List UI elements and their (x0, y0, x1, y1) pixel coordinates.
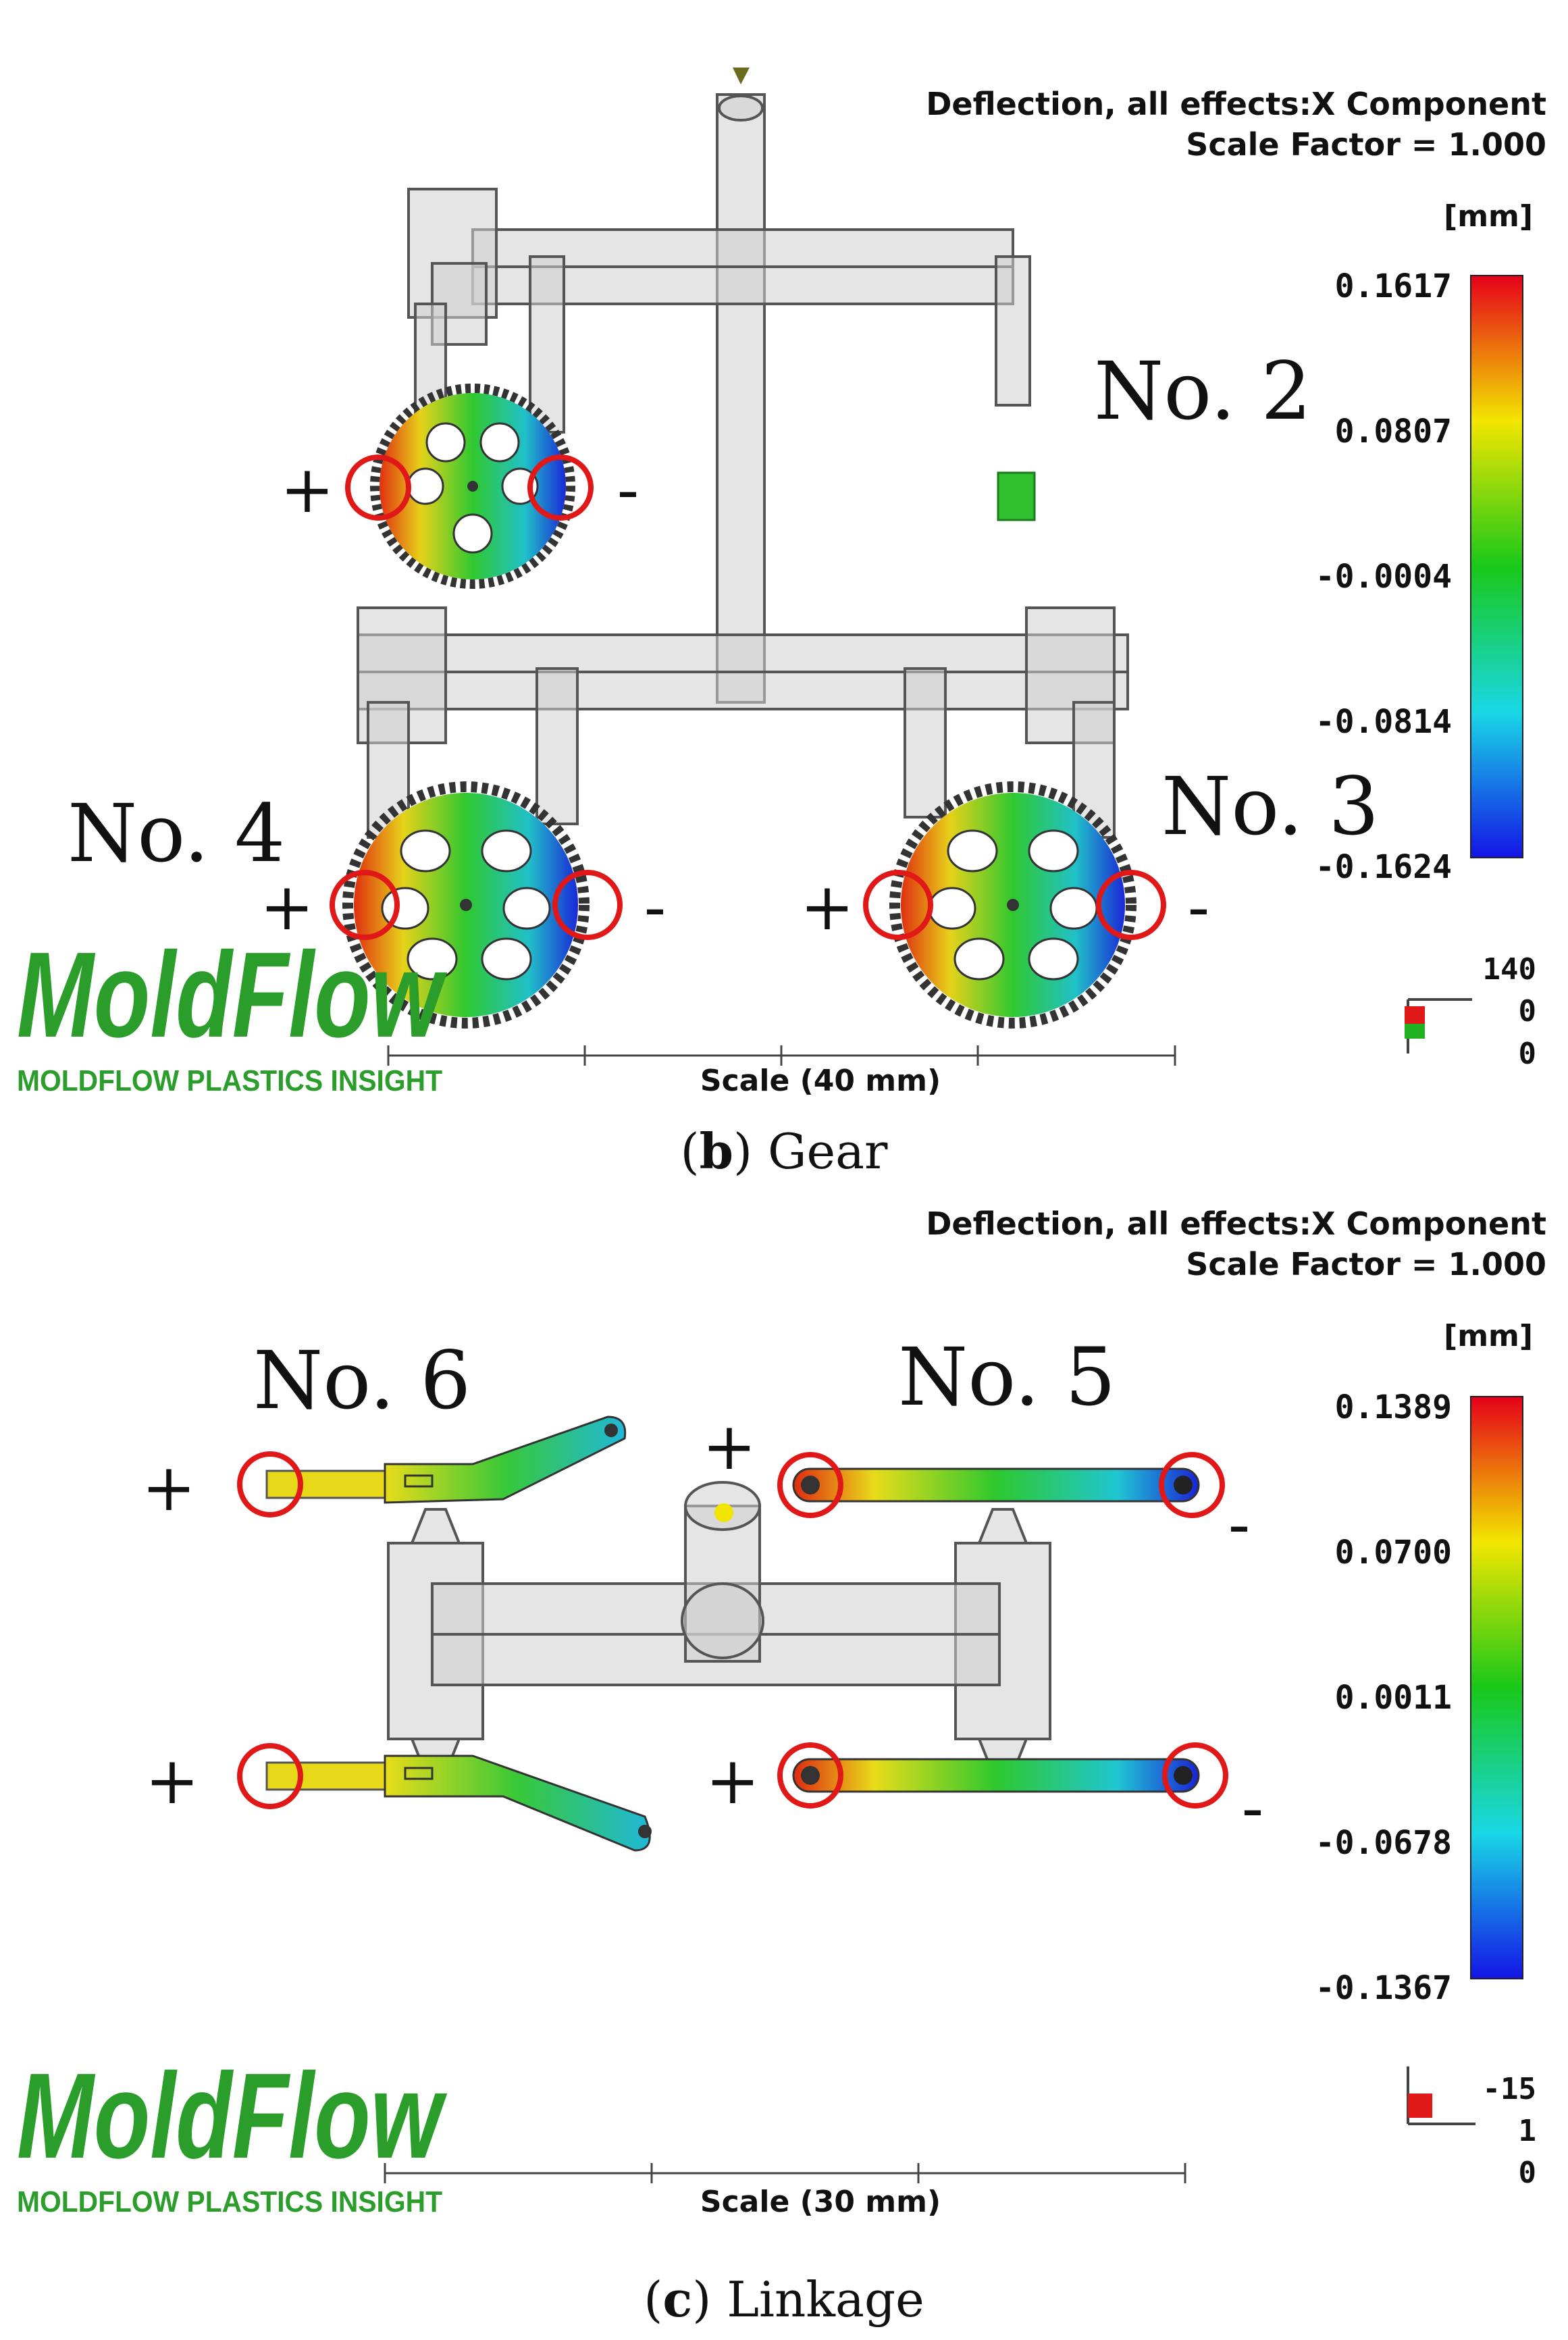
part-label-no3: No. 3 (1161, 760, 1379, 853)
legend-tick: 0.1617 (1335, 267, 1452, 305)
axis-triad (1405, 998, 1472, 1054)
legend-tick: 0.1389 (1335, 1388, 1452, 1426)
plus-sign: + (702, 1409, 756, 1484)
unit-label: [mm] (1444, 199, 1533, 234)
part-label-no5: No. 5 (898, 1330, 1116, 1424)
scale-factor-label: Scale Factor = 1.000 (1186, 126, 1546, 163)
legend-tick: 0.0807 (1335, 413, 1452, 450)
linkage-no5-lower (792, 1758, 1200, 1793)
legend-tick: 0.0011 (1335, 1679, 1452, 1717)
marker-ring (1162, 1742, 1228, 1809)
gear-no3 (889, 781, 1136, 1029)
part-label-no4: No. 4 (68, 787, 285, 880)
minus-sign: - (1228, 1486, 1250, 1562)
logo-subtitle: MOLDFLOW PLASTICS INSIGHT (17, 1064, 442, 1097)
plus-sign: + (145, 1743, 199, 1819)
sprue-gate-icon (733, 68, 750, 84)
minus-sign: - (1242, 1770, 1263, 1846)
result-title: Deflection, all effects:X Component (926, 1205, 1546, 1242)
plus-sign: + (280, 452, 334, 527)
marker-ring (552, 870, 623, 940)
legend-tick: 0.0700 (1335, 1534, 1452, 1571)
panel-linkage: Deflection, all effects:X Component Scal… (17, 1205, 1546, 2328)
logo-subtitle: MOLDFLOW PLASTICS INSIGHT (17, 2185, 442, 2218)
axis-value: -15 (1483, 2072, 1536, 2106)
legend-tick: -0.0814 (1315, 703, 1452, 741)
runner-system (387, 1481, 1051, 1774)
runner-system (357, 68, 1129, 839)
legend-tick: -0.0004 (1315, 558, 1452, 596)
unit-label: [mm] (1444, 1319, 1533, 1353)
color-scale-bar (1470, 1396, 1523, 1979)
result-title: Deflection, all effects:X Component (926, 86, 1546, 122)
marker-ring (237, 1451, 303, 1517)
axis-value: 0 (1519, 1037, 1537, 1071)
scale-bar (384, 2163, 1186, 2183)
scale-label: Scale (30 mm) (700, 2185, 941, 2219)
marker-ring (863, 870, 933, 940)
moldflow-logo: MoldFlow (17, 927, 448, 1063)
panel-gear: Deflection, all effects:X Component Scal… (17, 68, 1546, 1180)
axis-value: 1 (1519, 2114, 1537, 2148)
scale-bar (387, 1045, 1176, 1066)
gear-no4 (342, 781, 590, 1029)
marker-ring (1159, 1452, 1225, 1518)
marker-ring (330, 870, 400, 940)
minus-sign: - (617, 452, 639, 527)
linkage-no6-upper (265, 1415, 627, 1504)
axis-value: 140 (1483, 952, 1536, 987)
legend-tick: -0.1367 (1315, 1969, 1452, 2007)
part-label-no6: No. 6 (253, 1334, 471, 1427)
plus-sign: + (142, 1450, 196, 1526)
pinion-gear (997, 471, 1036, 521)
gate-point (714, 1503, 733, 1522)
marker-ring (1096, 870, 1166, 940)
marker-ring (345, 454, 411, 521)
plus-sign: + (260, 869, 314, 945)
caption-gear: (b) Gear (681, 1122, 888, 1180)
minus-sign: - (644, 869, 666, 945)
minus-sign: - (1188, 869, 1209, 945)
marker-ring (777, 1742, 843, 1809)
caption-linkage: (c) Linkage (644, 2270, 924, 2328)
marker-ring (527, 454, 594, 521)
moldflow-logo: MoldFlow (17, 2048, 448, 2184)
legend-tick: -0.1624 (1315, 848, 1452, 886)
linkage-no5-upper (792, 1467, 1200, 1503)
gear-top-left (370, 384, 575, 589)
legend-tick: -0.0678 (1315, 1824, 1452, 1862)
scale-factor-label: Scale Factor = 1.000 (1186, 1246, 1546, 1282)
axis-triad (1407, 2066, 1475, 2125)
plus-sign: + (800, 869, 854, 945)
axis-value: 0 (1519, 2156, 1537, 2190)
marker-ring (777, 1452, 843, 1518)
part-label-no2: No. 2 (1094, 344, 1311, 438)
scale-label: Scale (40 mm) (700, 1064, 941, 1098)
plus-sign: + (706, 1743, 760, 1819)
axis-value: 0 (1519, 994, 1537, 1029)
linkage-no6-lower (265, 1754, 652, 1852)
marker-ring (237, 1743, 303, 1809)
color-scale-bar (1470, 275, 1523, 858)
